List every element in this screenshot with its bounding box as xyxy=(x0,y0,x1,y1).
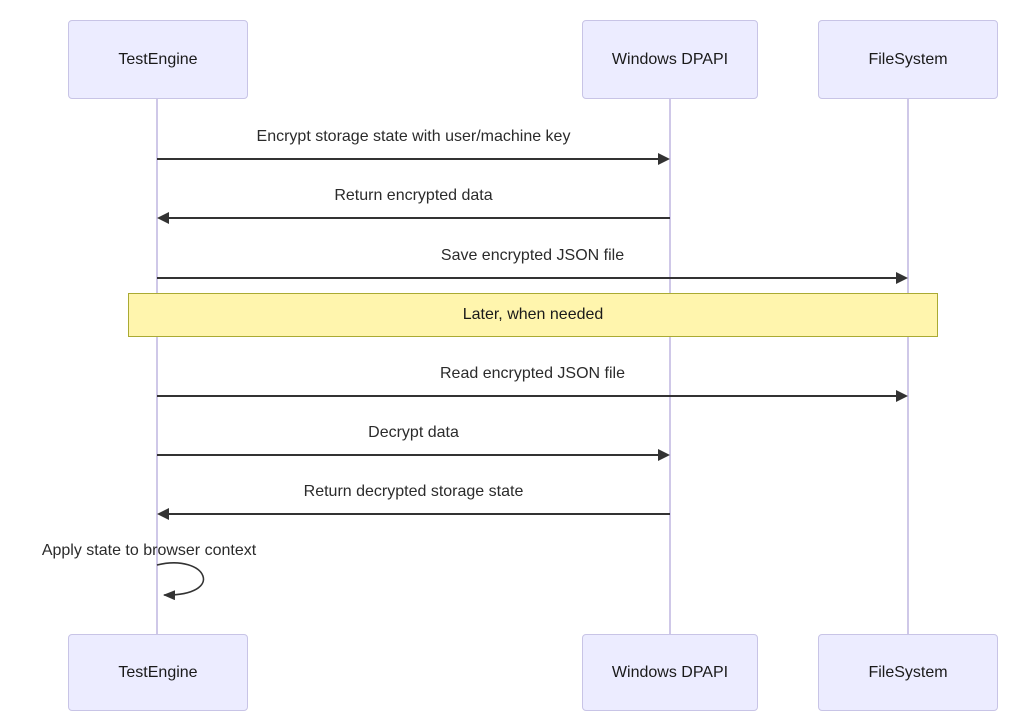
note-label: Later, when needed xyxy=(462,306,604,323)
actor-label: Windows DPAPI xyxy=(611,50,729,68)
arrowhead-right-icon xyxy=(896,390,908,402)
message-label: Return encrypted data xyxy=(334,187,493,204)
actor-label: Windows DPAPI xyxy=(611,663,729,681)
lifeline-windows-dpapi xyxy=(669,99,671,635)
arrowhead-right-icon xyxy=(658,449,670,461)
message-label: Save encrypted JSON file xyxy=(440,247,625,264)
actor-bottom-testengine: TestEngine xyxy=(68,634,248,711)
actor-top-filesystem: FileSystem xyxy=(818,20,998,99)
note-band: Later, when needed xyxy=(128,293,938,337)
message-arrow-line xyxy=(169,217,670,219)
lifeline-testengine xyxy=(156,99,158,635)
message-label: Read encrypted JSON file xyxy=(440,365,625,382)
arrowhead-left-icon xyxy=(157,508,169,520)
message-arrow-line xyxy=(157,158,658,160)
message-arrow-line xyxy=(157,277,896,279)
actor-bottom-filesystem: FileSystem xyxy=(818,634,998,711)
message-label: Encrypt storage state with user/machine … xyxy=(256,128,571,145)
arrowhead-left-icon xyxy=(157,212,169,224)
actor-label: TestEngine xyxy=(118,663,198,681)
message-arrow-line xyxy=(157,395,896,397)
message-arrow-line xyxy=(157,454,658,456)
actor-top-windows-dpapi: Windows DPAPI xyxy=(582,20,758,99)
actor-label: TestEngine xyxy=(118,50,198,68)
arrowhead-right-icon xyxy=(658,153,670,165)
actor-top-testengine: TestEngine xyxy=(68,20,248,99)
self-loop-arrow-icon xyxy=(156,562,205,601)
message-label: Decrypt data xyxy=(368,424,459,441)
actor-label: FileSystem xyxy=(868,50,948,68)
actor-bottom-windows-dpapi: Windows DPAPI xyxy=(582,634,758,711)
message-label: Return decrypted storage state xyxy=(303,483,524,500)
arrowhead-right-icon xyxy=(896,272,908,284)
message-arrow-line xyxy=(169,513,670,515)
self-message-label: Apply state to browser context xyxy=(41,542,257,559)
actor-label: FileSystem xyxy=(868,663,948,681)
lifeline-filesystem xyxy=(907,99,909,635)
